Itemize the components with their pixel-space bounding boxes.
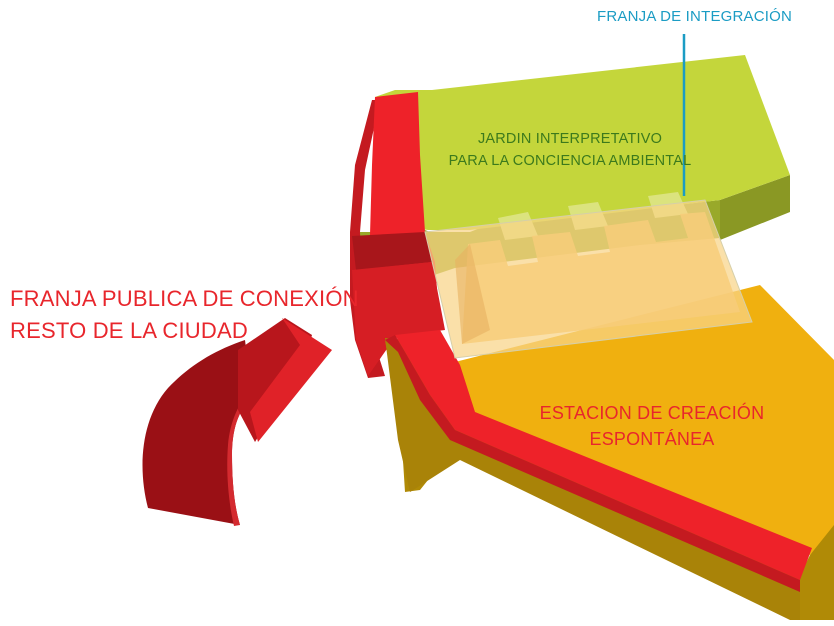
label-jardin-interpretativo: JARDIN INTERPRETATIVO PARA LA CONCIENCIA… — [420, 128, 720, 172]
label-franja-integracion: FRANJA DE INTEGRACIÓN — [597, 8, 793, 25]
label-jardin-line-2: PARA LA CONCIENCIA AMBIENTAL — [448, 153, 692, 169]
label-estacion-line-2: ESPONTÁNEA — [589, 429, 715, 449]
red-band-lower-block — [352, 262, 445, 376]
label-franja-publica-line-2: RESTO DE LA CIUDAD — [10, 318, 248, 343]
label-franja-publica-line-1: FRANJA PUBLICA DE CONEXIÓN — [10, 286, 359, 311]
integration-strip-notches — [462, 212, 740, 344]
label-jardin-line-1: JARDIN INTERPRETATIVO — [477, 131, 663, 147]
yellow-red-edge-side — [385, 335, 800, 592]
yellow-block-side-face — [385, 338, 800, 620]
green-block-top-face — [375, 55, 790, 232]
green-block-right-face — [720, 175, 790, 240]
label-franja-publica: FRANJA PUBLICA DE CONEXIÓN RESTO DE LA C… — [10, 283, 359, 347]
label-estacion-line-1: ESTACION DE CREACIÓN — [539, 403, 765, 423]
label-estacion-creacion: ESTACION DE CREACIÓN ESPONTÁNEA — [528, 400, 776, 452]
yellow-block-top-face — [440, 285, 834, 555]
connection-arrow-inner-edge — [227, 394, 252, 526]
connection-arrow-body — [142, 340, 252, 525]
yellow-red-edge-band — [395, 330, 812, 580]
integration-strip-shadow — [455, 244, 490, 344]
connection-arrow-head-front — [250, 318, 332, 442]
red-band-joint — [352, 232, 432, 270]
